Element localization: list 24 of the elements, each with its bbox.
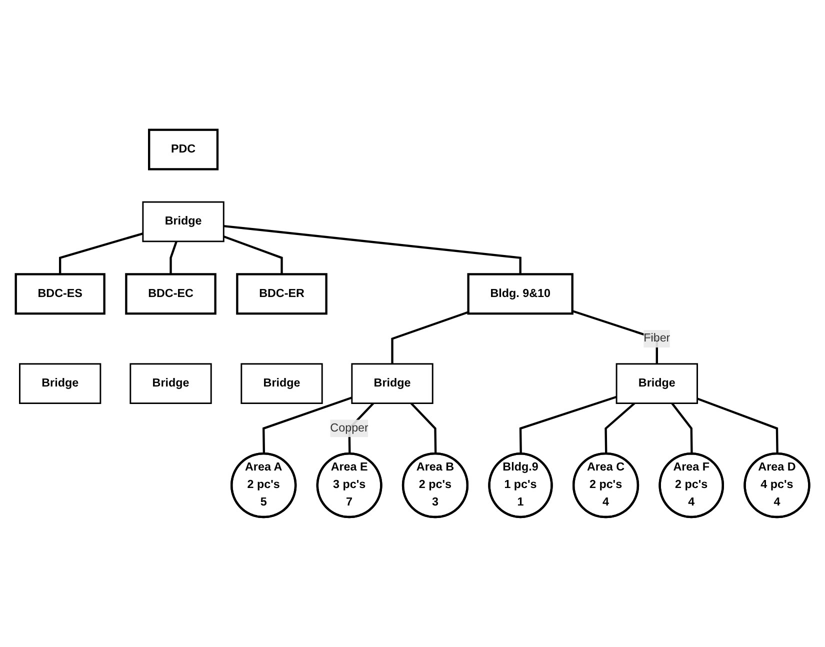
node-box: Bridge xyxy=(240,363,323,404)
node-box: PDC xyxy=(148,128,219,170)
node-box: Bridge xyxy=(616,363,698,404)
connector xyxy=(224,225,522,274)
node-box: Bridge xyxy=(351,363,434,404)
connector xyxy=(170,241,178,274)
node-box: BDC-ER xyxy=(236,273,328,315)
connector xyxy=(58,232,144,274)
edge-label: Fiber xyxy=(644,332,670,345)
connector xyxy=(223,236,283,274)
node-box: Bldg. 9&10 xyxy=(467,273,574,315)
node-box: Bridge xyxy=(19,363,102,404)
node-box: BDC-EC xyxy=(125,273,216,315)
connector xyxy=(604,402,636,454)
connector xyxy=(391,311,469,364)
connector xyxy=(262,396,352,454)
node-box: Bridge xyxy=(142,201,224,242)
edge-label: Copper xyxy=(330,422,368,434)
node-box: Bridge xyxy=(130,363,212,404)
node-box: BDC-ES xyxy=(14,273,106,315)
connector xyxy=(410,402,437,454)
connector xyxy=(671,402,693,454)
connector xyxy=(696,398,778,454)
connector xyxy=(519,396,617,454)
